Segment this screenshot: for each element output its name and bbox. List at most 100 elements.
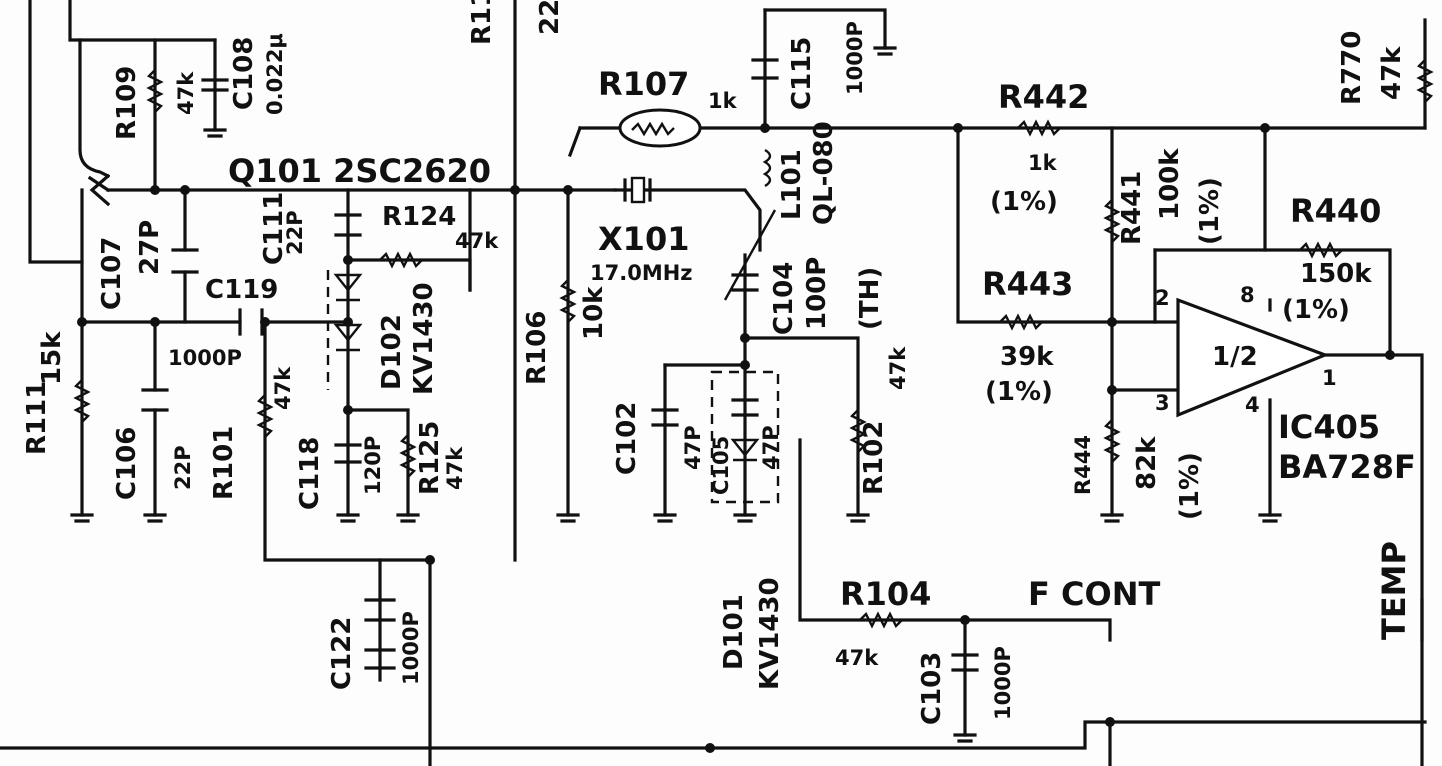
label-r443: R443 — [982, 265, 1073, 303]
label-c122: C122 — [327, 617, 357, 690]
label-pin-4: 4 — [1245, 393, 1260, 417]
label-r101-val: 47k — [271, 366, 295, 410]
label-c108-val: 0.022μ — [263, 33, 287, 115]
label-c104: C104 — [769, 262, 799, 335]
label-r440-tol: (1%) — [1282, 295, 1350, 325]
label-l101-part: QL-080 — [809, 121, 839, 225]
capacitor-c102 — [651, 408, 679, 427]
label-d101-part: KV1430 — [755, 577, 785, 690]
label-r11x: R11 — [467, 0, 497, 45]
label-r124: R124 — [382, 202, 456, 232]
label-r770-val: 47k — [1377, 46, 1407, 100]
label-r109-val: 47k — [174, 71, 198, 115]
label-ic405: IC405 — [1278, 408, 1380, 446]
label-x101-val: 17.0MHz — [590, 261, 693, 285]
diode-d101 — [730, 438, 760, 462]
capacitor-c118 — [334, 443, 362, 464]
label-opamp-half: 1/2 — [1212, 342, 1258, 372]
label-r111: R111 — [22, 381, 52, 455]
label-r442: R442 — [998, 78, 1089, 116]
label-r104: R104 — [840, 575, 931, 613]
label-r125: R125 — [415, 421, 445, 495]
capacitor-c108 — [201, 78, 229, 92]
capacitor-c103 — [951, 653, 979, 672]
resistor-r101 — [256, 394, 274, 438]
resistor-r109 — [146, 69, 164, 113]
resistor-r770 — [1416, 59, 1434, 103]
capacitor-c107 — [171, 248, 199, 274]
resistor-r444 — [1103, 419, 1121, 463]
label-c107: C107 — [97, 237, 127, 310]
label-c103: C103 — [917, 652, 947, 725]
resistor-r124 — [379, 251, 423, 269]
label-r124-val: 47k — [455, 229, 499, 253]
label-r102-val: 47k — [886, 346, 910, 390]
label-r11x-val: 22 — [535, 0, 565, 35]
label-pin-2: 2 — [1155, 286, 1170, 310]
label-c122-val: 1000P — [399, 611, 423, 685]
label-fcont: F CONT — [1028, 575, 1160, 613]
component-symbols — [73, 58, 1434, 672]
label-r109: R109 — [112, 66, 142, 140]
label-r440-val: 150k — [1300, 259, 1372, 289]
label-c106-val: 22P — [171, 445, 195, 490]
diode-d102 — [333, 273, 363, 352]
label-d102: D102 — [377, 314, 407, 390]
label-c106: C106 — [112, 427, 142, 500]
resistor-r111 — [73, 379, 91, 423]
label-pin-3: 3 — [1155, 391, 1170, 415]
label-r107: R107 — [598, 65, 689, 103]
crystal-x101 — [623, 178, 652, 202]
label-c111: C111 — [259, 192, 289, 265]
junctions — [77, 123, 1395, 753]
label-c119: C119 — [205, 275, 278, 305]
label-r443-val: 39k — [1000, 342, 1054, 372]
label-c118: C118 — [295, 437, 325, 510]
capacitor-c106 — [141, 388, 169, 412]
label-c115: C115 — [787, 37, 817, 110]
opamp-ic405 — [1176, 297, 1330, 418]
label-c102-val: 47P — [681, 425, 705, 470]
label-r770: R770 — [1337, 31, 1367, 105]
resistor-r440 — [1299, 241, 1343, 259]
label-q101: Q101 2SC2620 — [228, 152, 491, 190]
label-c103-val: 1000P — [991, 646, 1015, 720]
label-r441-val: 100k — [1155, 148, 1185, 220]
capacitor-c119 — [238, 308, 264, 336]
label-r440: R440 — [1290, 192, 1381, 230]
resistor-r443 — [999, 313, 1043, 331]
label-l101: L101 — [777, 149, 807, 220]
label-pin-8: 8 — [1240, 283, 1255, 307]
label-c105: C105 — [709, 436, 733, 495]
label-r104-val: 47k — [835, 646, 879, 670]
resistor-r125 — [399, 434, 417, 478]
label-c104-type: (TH) — [855, 267, 885, 330]
inductor-l101 — [762, 148, 772, 188]
label-r441-tol: (1%) — [1195, 177, 1225, 245]
label-ic405-part: BA728F — [1278, 448, 1416, 486]
label-c105-val: 47P — [759, 425, 783, 470]
capacitor-c122 — [364, 598, 396, 622]
label-c115-val: 1000P — [843, 21, 867, 95]
label-r107-val: 1k — [708, 89, 738, 113]
label-temp: TEMP — [1375, 541, 1413, 640]
capacitor-c105 — [731, 398, 759, 417]
ground-symbols — [70, 46, 1282, 743]
label-c119-val: 1000P — [168, 346, 242, 370]
label-d101: D101 — [719, 594, 749, 670]
label-r443-tol: (1%) — [985, 377, 1053, 407]
label-r101: R101 — [209, 426, 239, 500]
label-r444-tol: (1%) — [1175, 452, 1205, 520]
label-r125-val: 47k — [443, 446, 467, 490]
label-r442-val: 1k — [1028, 151, 1058, 175]
capacitor-c115 — [751, 58, 779, 80]
label-c108: C108 — [229, 37, 259, 110]
label-c118-val: 120P — [361, 436, 385, 495]
resistor-r441 — [1103, 199, 1121, 243]
label-d102-part: KV1430 — [409, 282, 439, 395]
label-c102: C102 — [612, 402, 642, 475]
label-pin-1: 1 — [1322, 366, 1337, 390]
capacitor-c104 — [731, 273, 759, 292]
